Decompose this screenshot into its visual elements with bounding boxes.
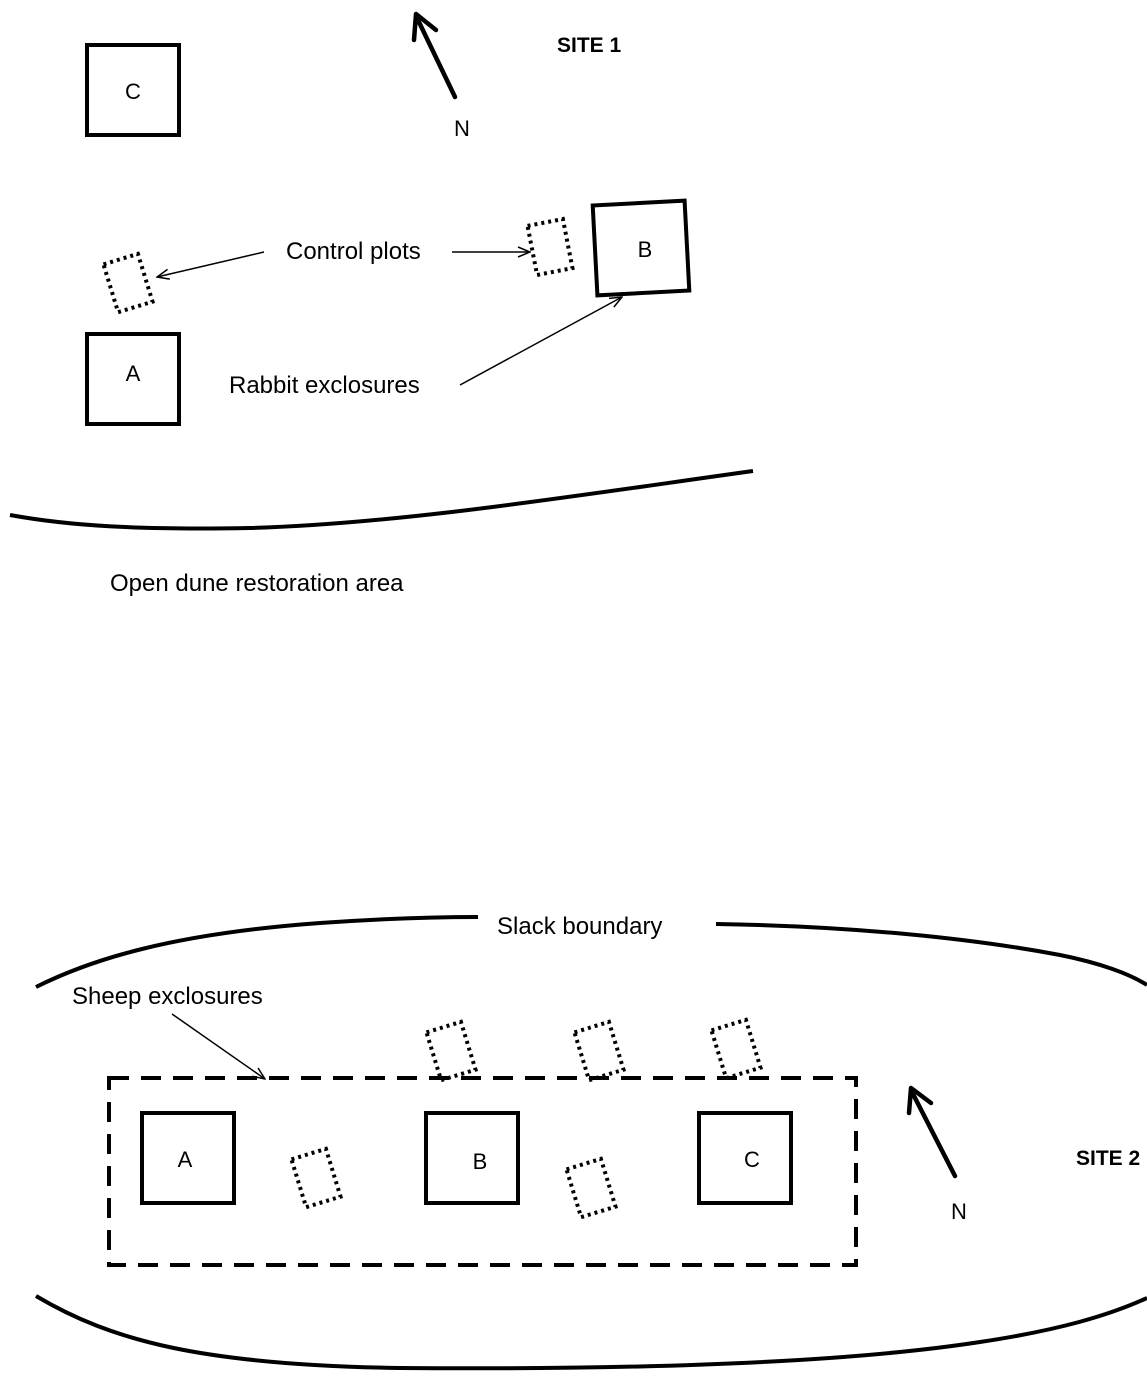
site-1-north-arrow-icon: [411, 11, 458, 100]
site-2-control-plot-top-3: [708, 1017, 764, 1081]
sheep-exclosures-label: Sheep exclosures: [72, 983, 263, 1010]
site-2-exclosure-c: [697, 1111, 793, 1205]
site-1-control-plots-label: Control plots: [286, 238, 421, 265]
site-2-group: Slack boundary Sheep exclosures A B C N …: [34, 913, 1147, 1371]
site-2-exclosure-a: [140, 1111, 236, 1205]
site-1-exclosure-b: [590, 198, 692, 298]
site-1-north-label: N: [454, 116, 470, 141]
site-1-exclosure-c: [85, 43, 181, 137]
open-dune-restoration-label: Open dune restoration area: [110, 570, 404, 597]
site-1-control-plot-right: [525, 216, 575, 278]
site-1-title: SITE 1: [557, 34, 622, 57]
sheep-exclosure-fence: [107, 1076, 858, 1267]
rabbit-exclosures-pointer: [459, 297, 622, 386]
site-1-boundary-line: [9, 469, 754, 531]
site-2-north-arrow-icon: [906, 1085, 958, 1179]
site-2-exclosure-c-label: C: [744, 1147, 760, 1172]
site-2-control-plot-top-2: [571, 1019, 627, 1083]
site-1-exclosure-b-label: B: [638, 237, 653, 262]
site-2-title: SITE 2: [1076, 1147, 1140, 1170]
site-1-group: SITE 1 N C B A Control plots Rabbit excl…: [9, 11, 754, 597]
slack-boundary-top-right: [715, 922, 1147, 987]
site-2-control-plot-top-1: [423, 1019, 479, 1083]
site-2-control-plot-mid-1: [288, 1146, 344, 1210]
sheep-exclosures-pointer: [171, 1013, 265, 1079]
site-1-exclosure-c-label: C: [125, 79, 141, 104]
site-1-rabbit-exclosures-label: Rabbit exclosures: [229, 372, 420, 399]
control-plots-pointer-left: [157, 251, 265, 277]
slack-boundary-label: Slack boundary: [497, 913, 662, 940]
site-1-exclosure-a: [85, 332, 181, 426]
slack-boundary-bottom: [34, 1294, 1147, 1371]
site-2-exclosure-a-label: A: [178, 1147, 193, 1172]
site-2-exclosure-b: [424, 1111, 520, 1205]
site-2-north-label: N: [951, 1199, 967, 1224]
site-1-exclosure-a-label: A: [126, 361, 141, 386]
site-2-exclosure-b-label: B: [473, 1149, 488, 1174]
site-2-control-plot-mid-2: [563, 1156, 619, 1220]
slack-boundary-top-left: [35, 915, 479, 989]
site-1-control-plot-left: [100, 251, 156, 315]
